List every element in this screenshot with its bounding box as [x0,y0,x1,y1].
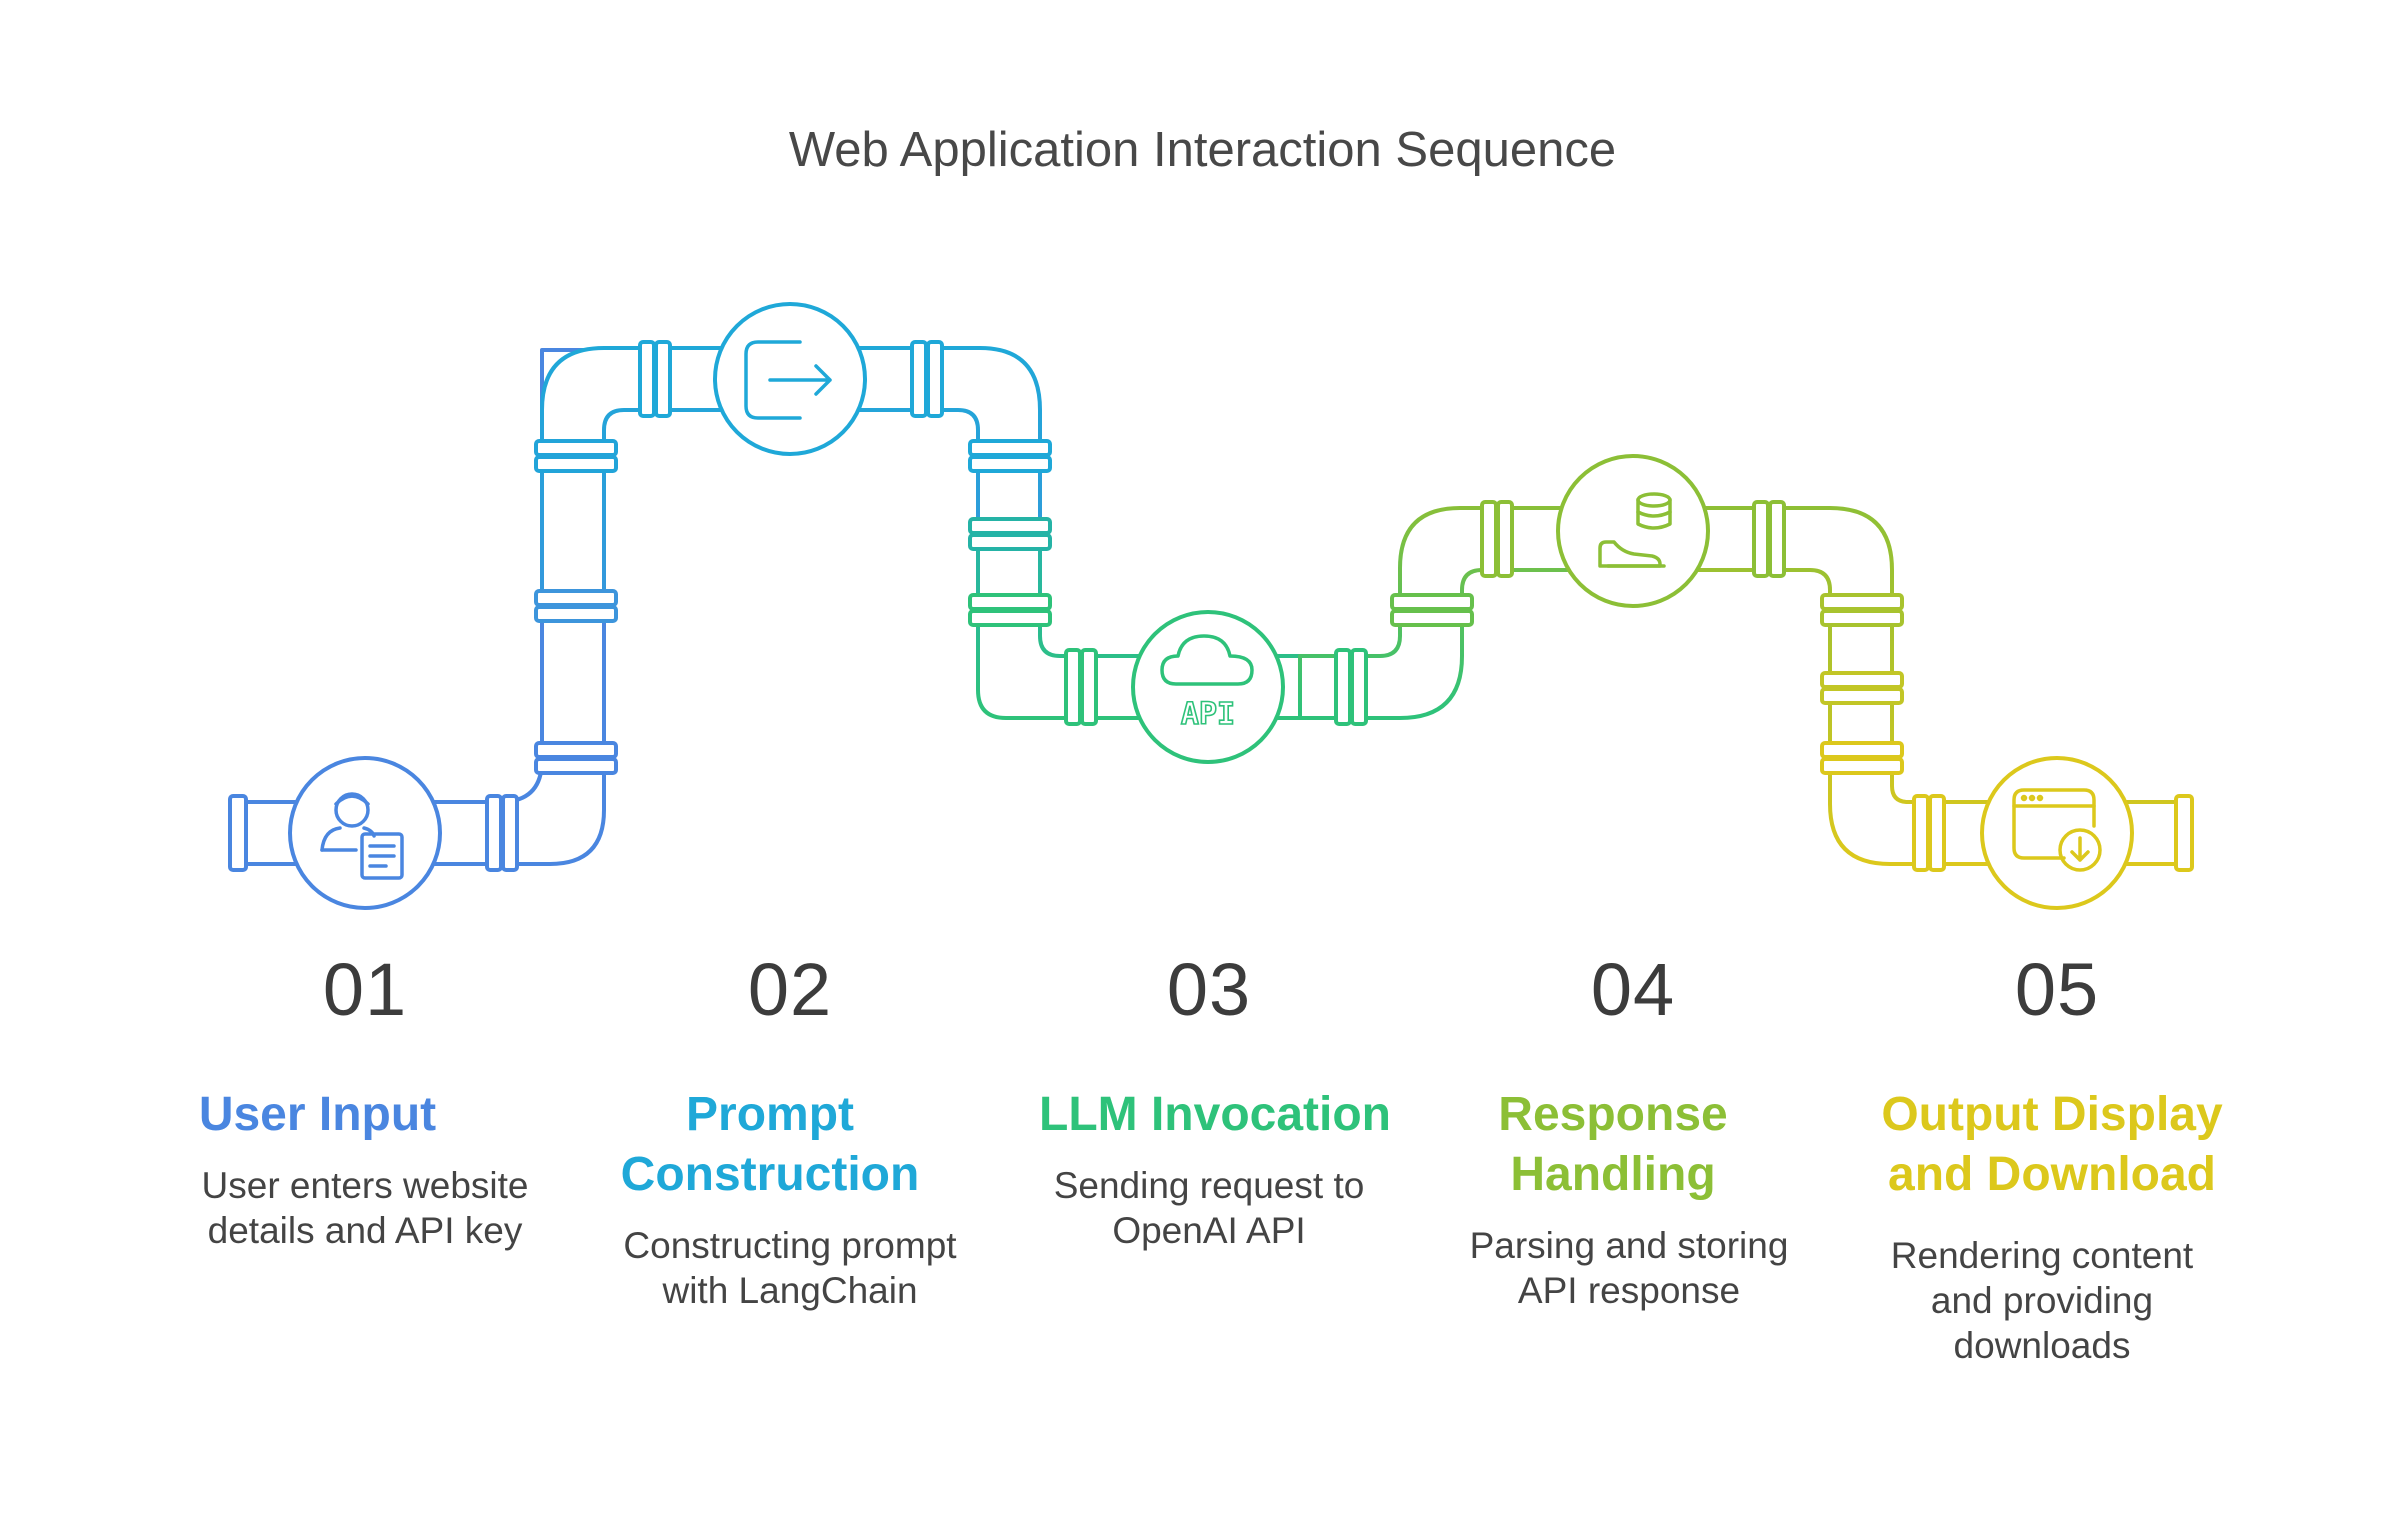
login-arrow-icon [744,340,832,420]
step-4-node [1556,454,1710,608]
pipe-coupling [1496,500,1514,578]
step-5: 05 Output Display and Download Rendering… [1847,950,2267,1368]
pipe-coupling [1390,609,1474,627]
step-description: Sending request to OpenAI API [1053,1165,1365,1251]
pipe-coupling [654,340,672,418]
diagram-title: Web Application Interaction Sequence [788,123,1617,177]
step-4: 04 Response Handling Parsing and storing… [1423,950,1843,1313]
pipe-coupling [968,533,1052,551]
step-heading: User Input [198,1088,437,1141]
step-number: 05 [2014,948,2100,1031]
step-heading: LLM Invocation [1039,1088,1391,1141]
pipe-coupling [968,439,1052,457]
pipe-coupling [228,794,248,872]
pipe-coupling [534,455,618,473]
pipe-coupling [1334,648,1352,726]
pipe-coupling [485,794,503,872]
pipe-coupling [926,340,944,418]
step-number: 01 [322,948,408,1031]
step-2: 02 Prompt Construction Constructing prom… [580,950,1000,1313]
pipe-coupling [1350,648,1368,726]
pipe-coupling [1752,500,1770,578]
pipe-coupling [1480,500,1498,578]
step-description: Rendering content and providing download… [1890,1235,2194,1366]
pipe-coupling [1064,648,1082,726]
pipe-coupling [1390,593,1474,611]
step-description: Parsing and storing API response [1469,1225,1789,1311]
cloud-api-icon [1160,634,1254,686]
api-label: API [1181,697,1235,732]
pipe-coupling [1820,687,1904,705]
pipe-coupling [1820,741,1904,759]
pipe-coupling [534,741,618,759]
pipe-coupling [1928,794,1946,872]
pipe-coupling [1912,794,1930,872]
step-heading: Prompt Construction [620,1088,920,1201]
pipe-coupling [1820,757,1904,775]
pipe-coupling [638,340,656,418]
pipe-coupling [2174,794,2194,872]
step-5-node [1980,756,2134,910]
step-description: Constructing prompt with LangChain [623,1225,957,1311]
pipe-coupling [534,589,618,607]
pipe-coupling [968,609,1052,627]
pipe-coupling [1768,500,1786,578]
step-number: 03 [1166,948,1252,1031]
step-number: 02 [747,948,833,1031]
pipe-coupling [1820,593,1904,611]
user-document-icon [320,792,404,880]
step-3: 03 LLM Invocation Sending request to Ope… [999,950,1419,1253]
pipe-coupling [1080,648,1098,726]
database-hand-icon [1598,492,1672,568]
browser-download-icon [2012,788,2102,872]
step-description: User enters website details and API key [201,1165,529,1251]
pipe-coupling [1820,671,1904,689]
pipe-coupling [968,593,1052,611]
pipe-coupling [968,517,1052,535]
pipe-coupling [534,757,618,775]
step-3-node [1131,610,1285,764]
pipe-coupling [501,794,519,872]
pipe-coupling [1820,609,1904,627]
pipe-coupling [910,340,928,418]
pipe-coupling [534,439,618,457]
step-heading: Output Display and Download [1881,1088,2223,1201]
step-number: 04 [1590,948,1676,1031]
pipe-coupling [534,605,618,623]
step-1: 01 User Input User enters website detail… [155,950,575,1253]
pipe-coupling [968,455,1052,473]
step-heading: Response Handling [1498,1088,1728,1201]
